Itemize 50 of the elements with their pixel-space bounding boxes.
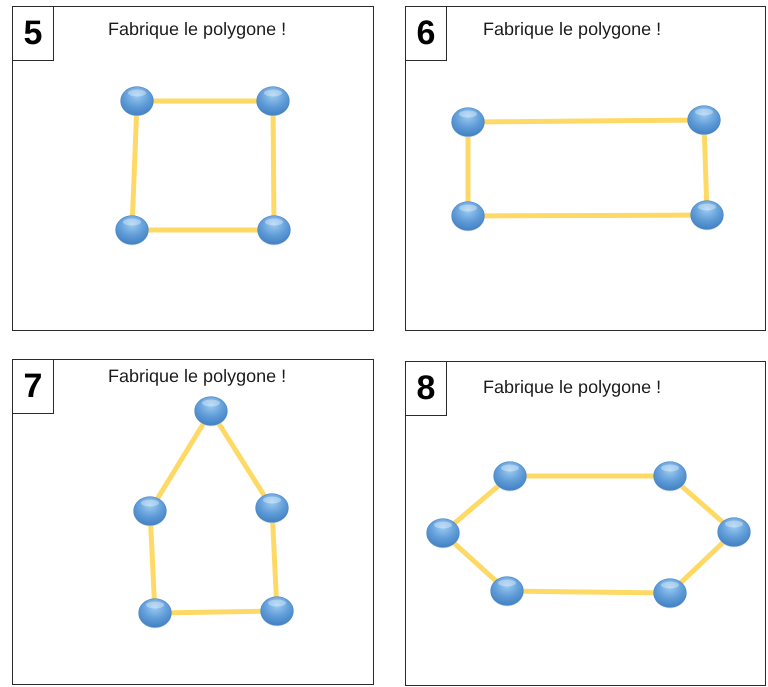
ball [717, 516, 751, 548]
stick [452, 541, 498, 583]
ball [256, 86, 290, 116]
ball [194, 396, 228, 426]
stick [153, 98, 257, 104]
title-text: Fabrique le polygone ! [108, 18, 286, 40]
ball [255, 492, 289, 524]
stick [270, 522, 279, 598]
number-box: 8 [406, 362, 447, 416]
title-text: Fabrique le polygone ! [483, 18, 662, 40]
number-box: 5 [13, 7, 54, 61]
ball [115, 214, 149, 246]
ball [260, 596, 294, 626]
stick [526, 474, 654, 478]
ball [690, 200, 724, 230]
stick [170, 608, 262, 616]
ball [451, 200, 485, 232]
stick [270, 114, 276, 216]
stick [522, 588, 654, 596]
stick [155, 422, 206, 500]
ball [653, 460, 687, 492]
stick [216, 422, 266, 498]
stick [702, 134, 710, 202]
number-box: 6 [406, 7, 447, 61]
card [12, 6, 374, 331]
stick [148, 228, 258, 232]
number-box: 7 [13, 360, 54, 414]
stick [680, 484, 724, 524]
ball [133, 496, 167, 526]
card [405, 361, 766, 686]
ball [451, 106, 485, 138]
ball [120, 86, 154, 116]
stick [484, 118, 688, 124]
card [12, 359, 374, 685]
card [405, 6, 766, 331]
stick [148, 524, 157, 600]
ball [138, 598, 172, 628]
stick [466, 136, 470, 202]
title-text: Fabrique le polygone ! [108, 365, 286, 387]
ball [653, 578, 687, 608]
title-text: Fabrique le polygone ! [483, 376, 662, 398]
stick [484, 212, 692, 218]
ball [257, 214, 291, 246]
ball [687, 104, 721, 136]
ball [490, 576, 524, 606]
stick [679, 540, 725, 584]
stick [452, 484, 500, 526]
stick [130, 114, 139, 216]
ball [493, 460, 527, 492]
ball [426, 518, 460, 548]
